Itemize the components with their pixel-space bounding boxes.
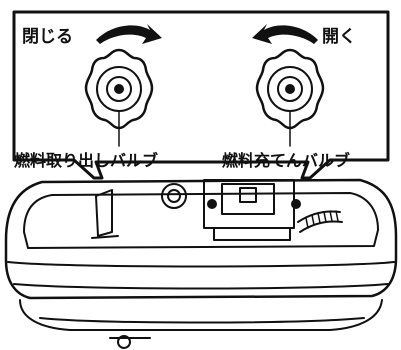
- open-label: 開く: [322, 27, 356, 47]
- outlet-valve-label: 燃料取り出しバルブ: [14, 151, 158, 170]
- trunk-illustration: [4, 178, 398, 349]
- close-label: 閉じる: [22, 27, 73, 47]
- outlet-valve-knob: [84, 48, 154, 147]
- arrow-counterclockwise-icon: [252, 24, 318, 44]
- arrow-clockwise-icon: [96, 24, 162, 44]
- fill-valve-knob: [255, 48, 325, 147]
- callout-box: [12, 10, 390, 180]
- fill-valve-label: 燃料充てんバルブ: [222, 151, 350, 170]
